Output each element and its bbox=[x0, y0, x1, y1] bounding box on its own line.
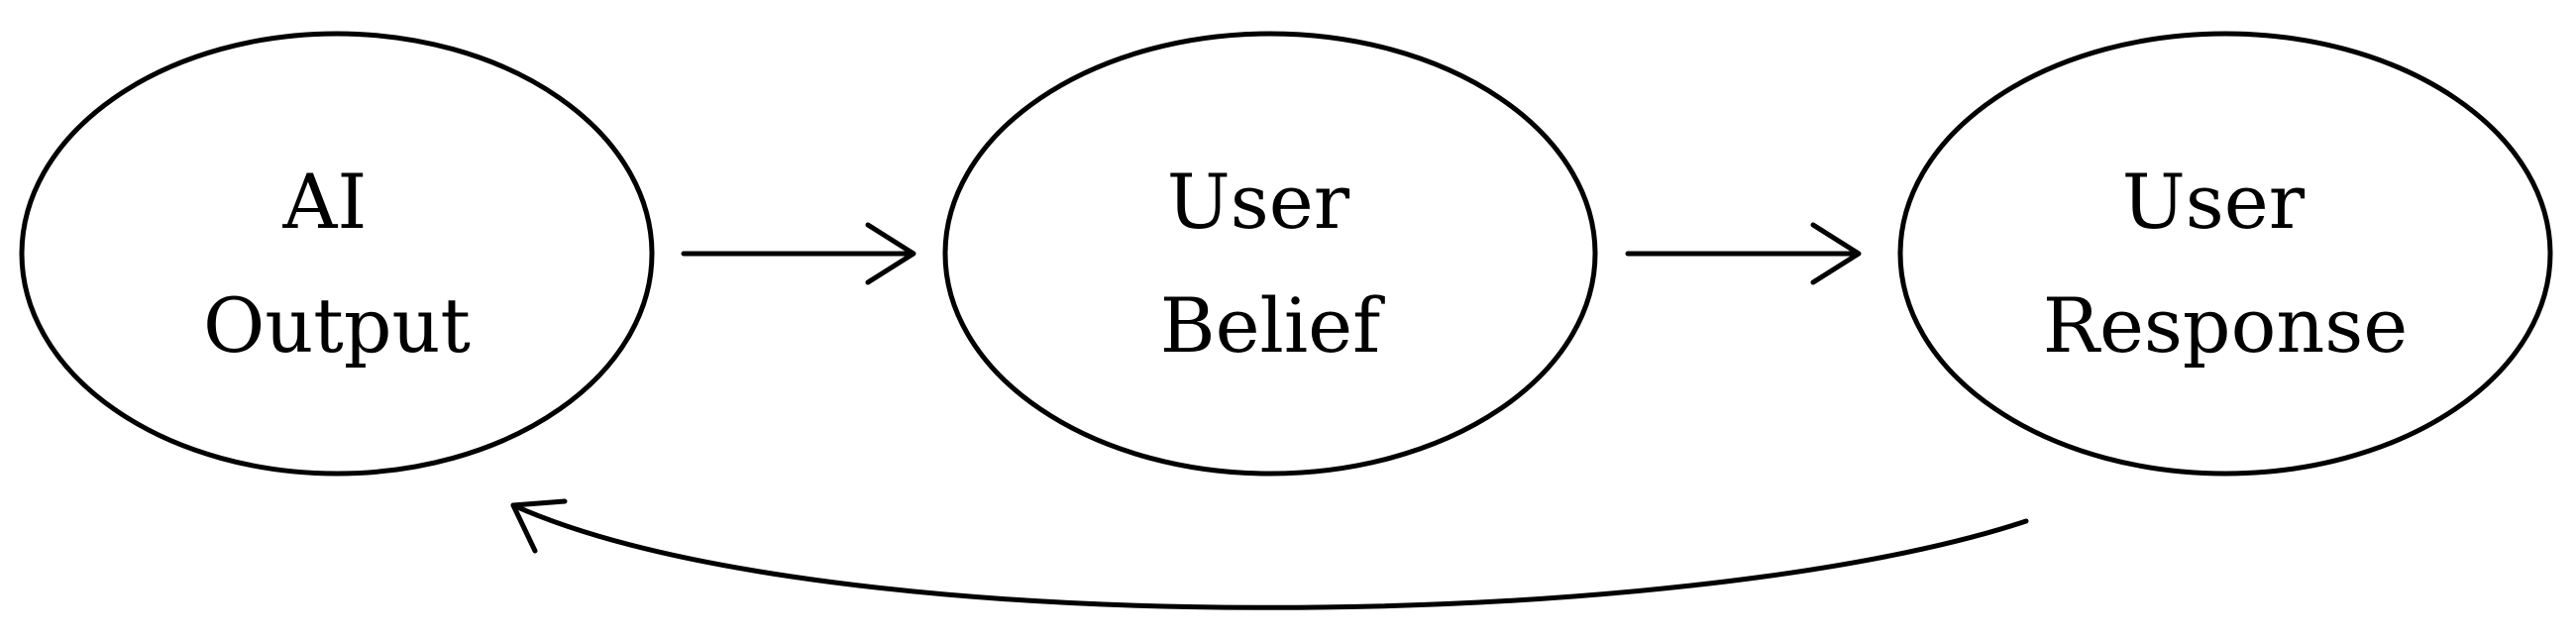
node-ai-output-label: AI Output bbox=[203, 158, 471, 370]
edge-ai-output-to-user-belief bbox=[681, 222, 916, 285]
arrowhead-icon bbox=[1810, 222, 1862, 285]
node-user-response-ellipse bbox=[1897, 31, 2553, 477]
node-ai-output-line2: Output bbox=[203, 281, 471, 370]
edge-user-belief-to-user-response bbox=[1625, 222, 1862, 285]
edge-user-response-to-ai-output-curve bbox=[510, 502, 2029, 610]
node-user-belief-line1: User bbox=[1167, 158, 1350, 246]
node-user-belief-ellipse bbox=[942, 31, 1598, 477]
node-ai-output-line1: AI bbox=[281, 158, 367, 246]
node-user-belief-label: User Belief bbox=[1160, 158, 1385, 370]
arrowhead-icon bbox=[510, 498, 568, 554]
node-user-belief: User Belief bbox=[942, 31, 1598, 477]
node-user-response-line1: User bbox=[2122, 158, 2306, 246]
node-user-response: User Response bbox=[1897, 31, 2553, 477]
node-user-response-line2: Response bbox=[2043, 281, 2409, 370]
node-user-response-label: User Response bbox=[2043, 158, 2409, 370]
arrowhead-icon bbox=[865, 222, 916, 285]
node-ai-output-ellipse bbox=[19, 31, 655, 477]
edge-user-response-to-ai-output bbox=[510, 498, 2029, 610]
node-user-belief-line2: Belief bbox=[1160, 281, 1385, 370]
node-ai-output: AI Output bbox=[19, 31, 655, 477]
